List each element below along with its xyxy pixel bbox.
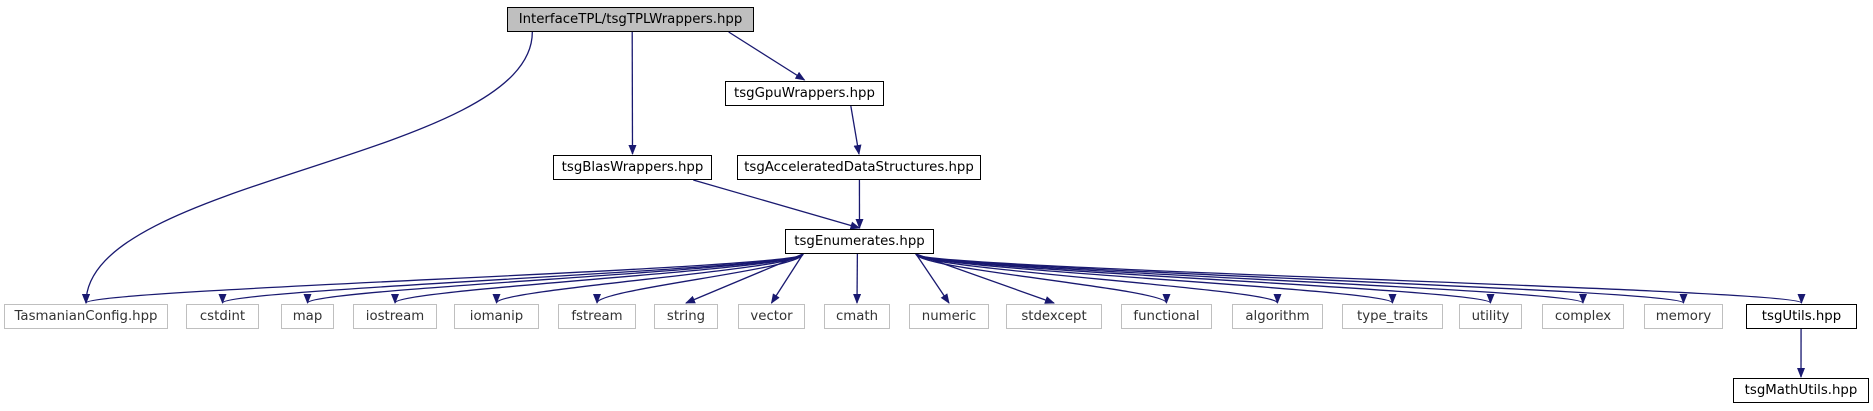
edge-gpu_wrappers-to-accel_structures	[850, 105, 862, 155]
node-accelerated-data-structures[interactable]: tsgAcceleratedDataStructures.hpp	[737, 155, 981, 180]
node-label: cstdint	[199, 309, 246, 324]
node-label: vector	[750, 309, 793, 324]
edge-enumerates-to-utility	[915, 253, 1495, 304]
edge-enumerates-to-algorithm	[915, 253, 1282, 304]
node-string[interactable]: string	[654, 304, 718, 329]
edge-enumerates-to-cstdint	[218, 253, 804, 304]
node-vector[interactable]: vector	[738, 304, 805, 329]
edge-enumerates-to-utils	[915, 253, 1805, 304]
node-root[interactable]: InterfaceTPL/tsgTPLWrappers.hpp	[507, 7, 754, 32]
node-label: tsgAcceleratedDataStructures.hpp	[744, 160, 974, 175]
edge-enumerates-to-iostream	[391, 253, 804, 304]
node-label: tsgUtils.hpp	[1761, 309, 1842, 324]
node-fstream[interactable]: fstream	[558, 304, 636, 329]
edge-enumerates-to-fstream	[593, 253, 804, 304]
node-label: stdexcept	[1021, 309, 1087, 324]
node-cstdint[interactable]: cstdint	[186, 304, 259, 329]
node-math-utils[interactable]: tsgMathUtils.hpp	[1733, 378, 1869, 403]
node-utils[interactable]: tsgUtils.hpp	[1746, 304, 1857, 329]
edge-enumerates-to-functional	[915, 253, 1171, 304]
node-label: algorithm	[1245, 309, 1310, 324]
edge-root-to-gpu_wrappers	[728, 31, 806, 81]
node-label: tsgEnumerates.hpp	[794, 234, 925, 249]
edge-enumerates-to-stdexcept	[915, 253, 1055, 304]
node-label: InterfaceTPL/tsgTPLWrappers.hpp	[518, 12, 743, 27]
node-enumerates[interactable]: tsgEnumerates.hpp	[785, 229, 934, 254]
node-blas-wrappers[interactable]: tsgBlasWrappers.hpp	[553, 155, 712, 180]
edge-enumerates-to-vector	[770, 253, 804, 304]
node-label: memory	[1655, 309, 1712, 324]
node-numeric[interactable]: numeric	[909, 304, 989, 329]
node-type-traits[interactable]: type_traits	[1342, 304, 1443, 329]
edge-enumerates-to-type_traits	[915, 253, 1397, 304]
node-label: fstream	[571, 309, 623, 324]
node-label: functional	[1133, 309, 1200, 324]
node-gpu-wrappers[interactable]: tsgGpuWrappers.hpp	[725, 81, 884, 106]
node-label: complex	[1554, 309, 1612, 324]
edge-enumerates-to-string	[685, 253, 804, 304]
edge-root-to-tasmanian_config	[82, 31, 533, 304]
node-label: TasmanianConfig.hpp	[14, 309, 158, 324]
node-label: tsgMathUtils.hpp	[1744, 383, 1858, 398]
node-iostream[interactable]: iostream	[353, 304, 437, 329]
node-label: numeric	[921, 309, 977, 324]
node-cmath[interactable]: cmath	[824, 304, 890, 329]
node-label: string	[666, 309, 706, 324]
node-label: iostream	[365, 309, 425, 324]
node-label: iomanip	[469, 309, 524, 324]
node-label: type_traits	[1356, 309, 1429, 324]
node-algorithm[interactable]: algorithm	[1232, 304, 1323, 329]
edge-enumerates-to-numeric	[915, 253, 950, 304]
node-label: cmath	[835, 309, 879, 324]
node-memory[interactable]: memory	[1644, 304, 1723, 329]
node-label: tsgGpuWrappers.hpp	[734, 86, 875, 101]
node-label: utility	[1471, 309, 1510, 324]
edge-enumerates-to-memory	[915, 253, 1688, 304]
node-label: tsgBlasWrappers.hpp	[561, 160, 704, 175]
node-map[interactable]: map	[281, 304, 334, 329]
node-iomanip[interactable]: iomanip	[454, 304, 539, 329]
node-tasmanian-config[interactable]: TasmanianConfig.hpp	[4, 304, 168, 329]
node-utility[interactable]: utility	[1459, 304, 1522, 329]
node-functional[interactable]: functional	[1121, 304, 1212, 329]
node-label: map	[292, 309, 323, 324]
edge-enumerates-to-map	[303, 253, 804, 304]
node-complex[interactable]: complex	[1542, 304, 1624, 329]
node-stdexcept[interactable]: stdexcept	[1006, 304, 1102, 329]
edge-blas_wrappers-to-enumerates	[693, 179, 861, 230]
edge-layer	[82, 31, 1806, 378]
edge-enumerates-to-tasmanian_config	[82, 253, 804, 304]
